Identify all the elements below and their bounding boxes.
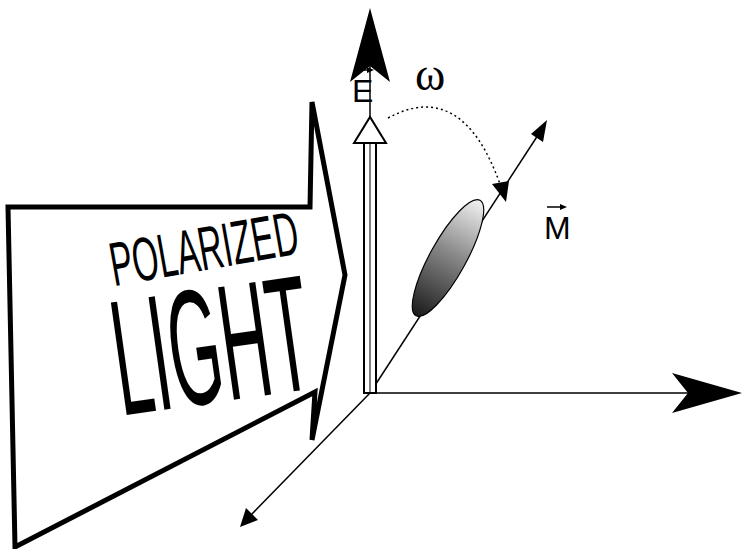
arrow-text: LIGHT	[102, 250, 321, 441]
angular-frequency-label: ω	[415, 52, 445, 98]
vector-label: E	[352, 75, 373, 107]
light-arrow-shape: POLARIZEDLIGHT	[0, 95, 350, 549]
vector-label: M	[544, 212, 571, 244]
